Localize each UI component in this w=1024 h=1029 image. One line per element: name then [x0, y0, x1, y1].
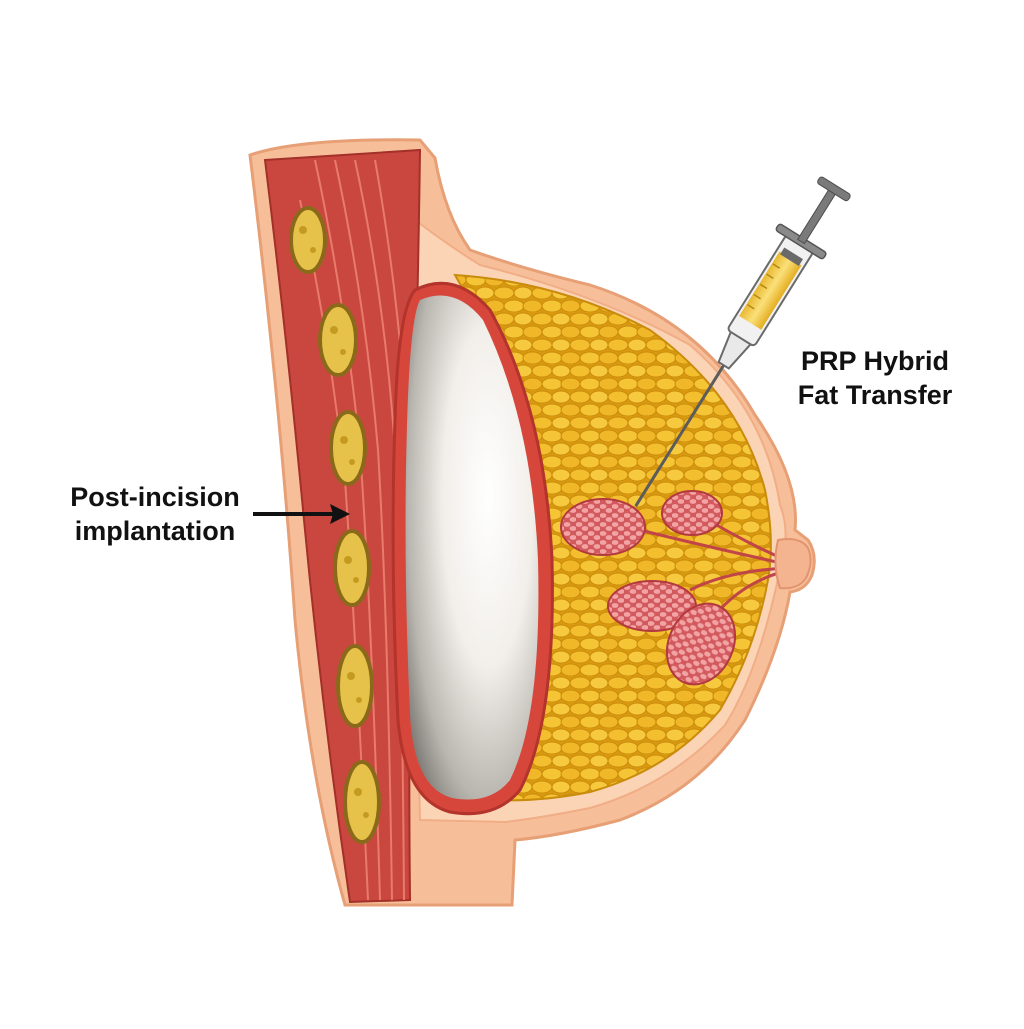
rib — [336, 644, 374, 728]
injection-label-line-2: Fat Transfer — [797, 380, 953, 410]
rib — [333, 529, 371, 607]
implant-label-line-1: Post-incision — [70, 482, 240, 512]
injection-label-line-1: PRP Hybrid — [800, 346, 950, 376]
syringe-icon — [634, 176, 851, 507]
arrow-icon — [253, 504, 350, 524]
gland-lobule — [661, 490, 723, 536]
ribs — [289, 206, 381, 844]
nipple — [774, 538, 812, 590]
implant-label-line-2: implantation — [74, 516, 236, 546]
mammary-glands — [560, 490, 737, 686]
rib — [329, 410, 367, 486]
injection-label: PRP Hybrid Fat Transfer — [760, 344, 990, 412]
rib — [343, 760, 381, 844]
gland-lobule — [665, 602, 737, 686]
rib — [318, 303, 358, 377]
implant-label: Post-incision implantation — [40, 480, 270, 548]
rib — [289, 206, 327, 274]
breast-implant — [405, 295, 539, 800]
gland-lobule — [560, 498, 646, 556]
